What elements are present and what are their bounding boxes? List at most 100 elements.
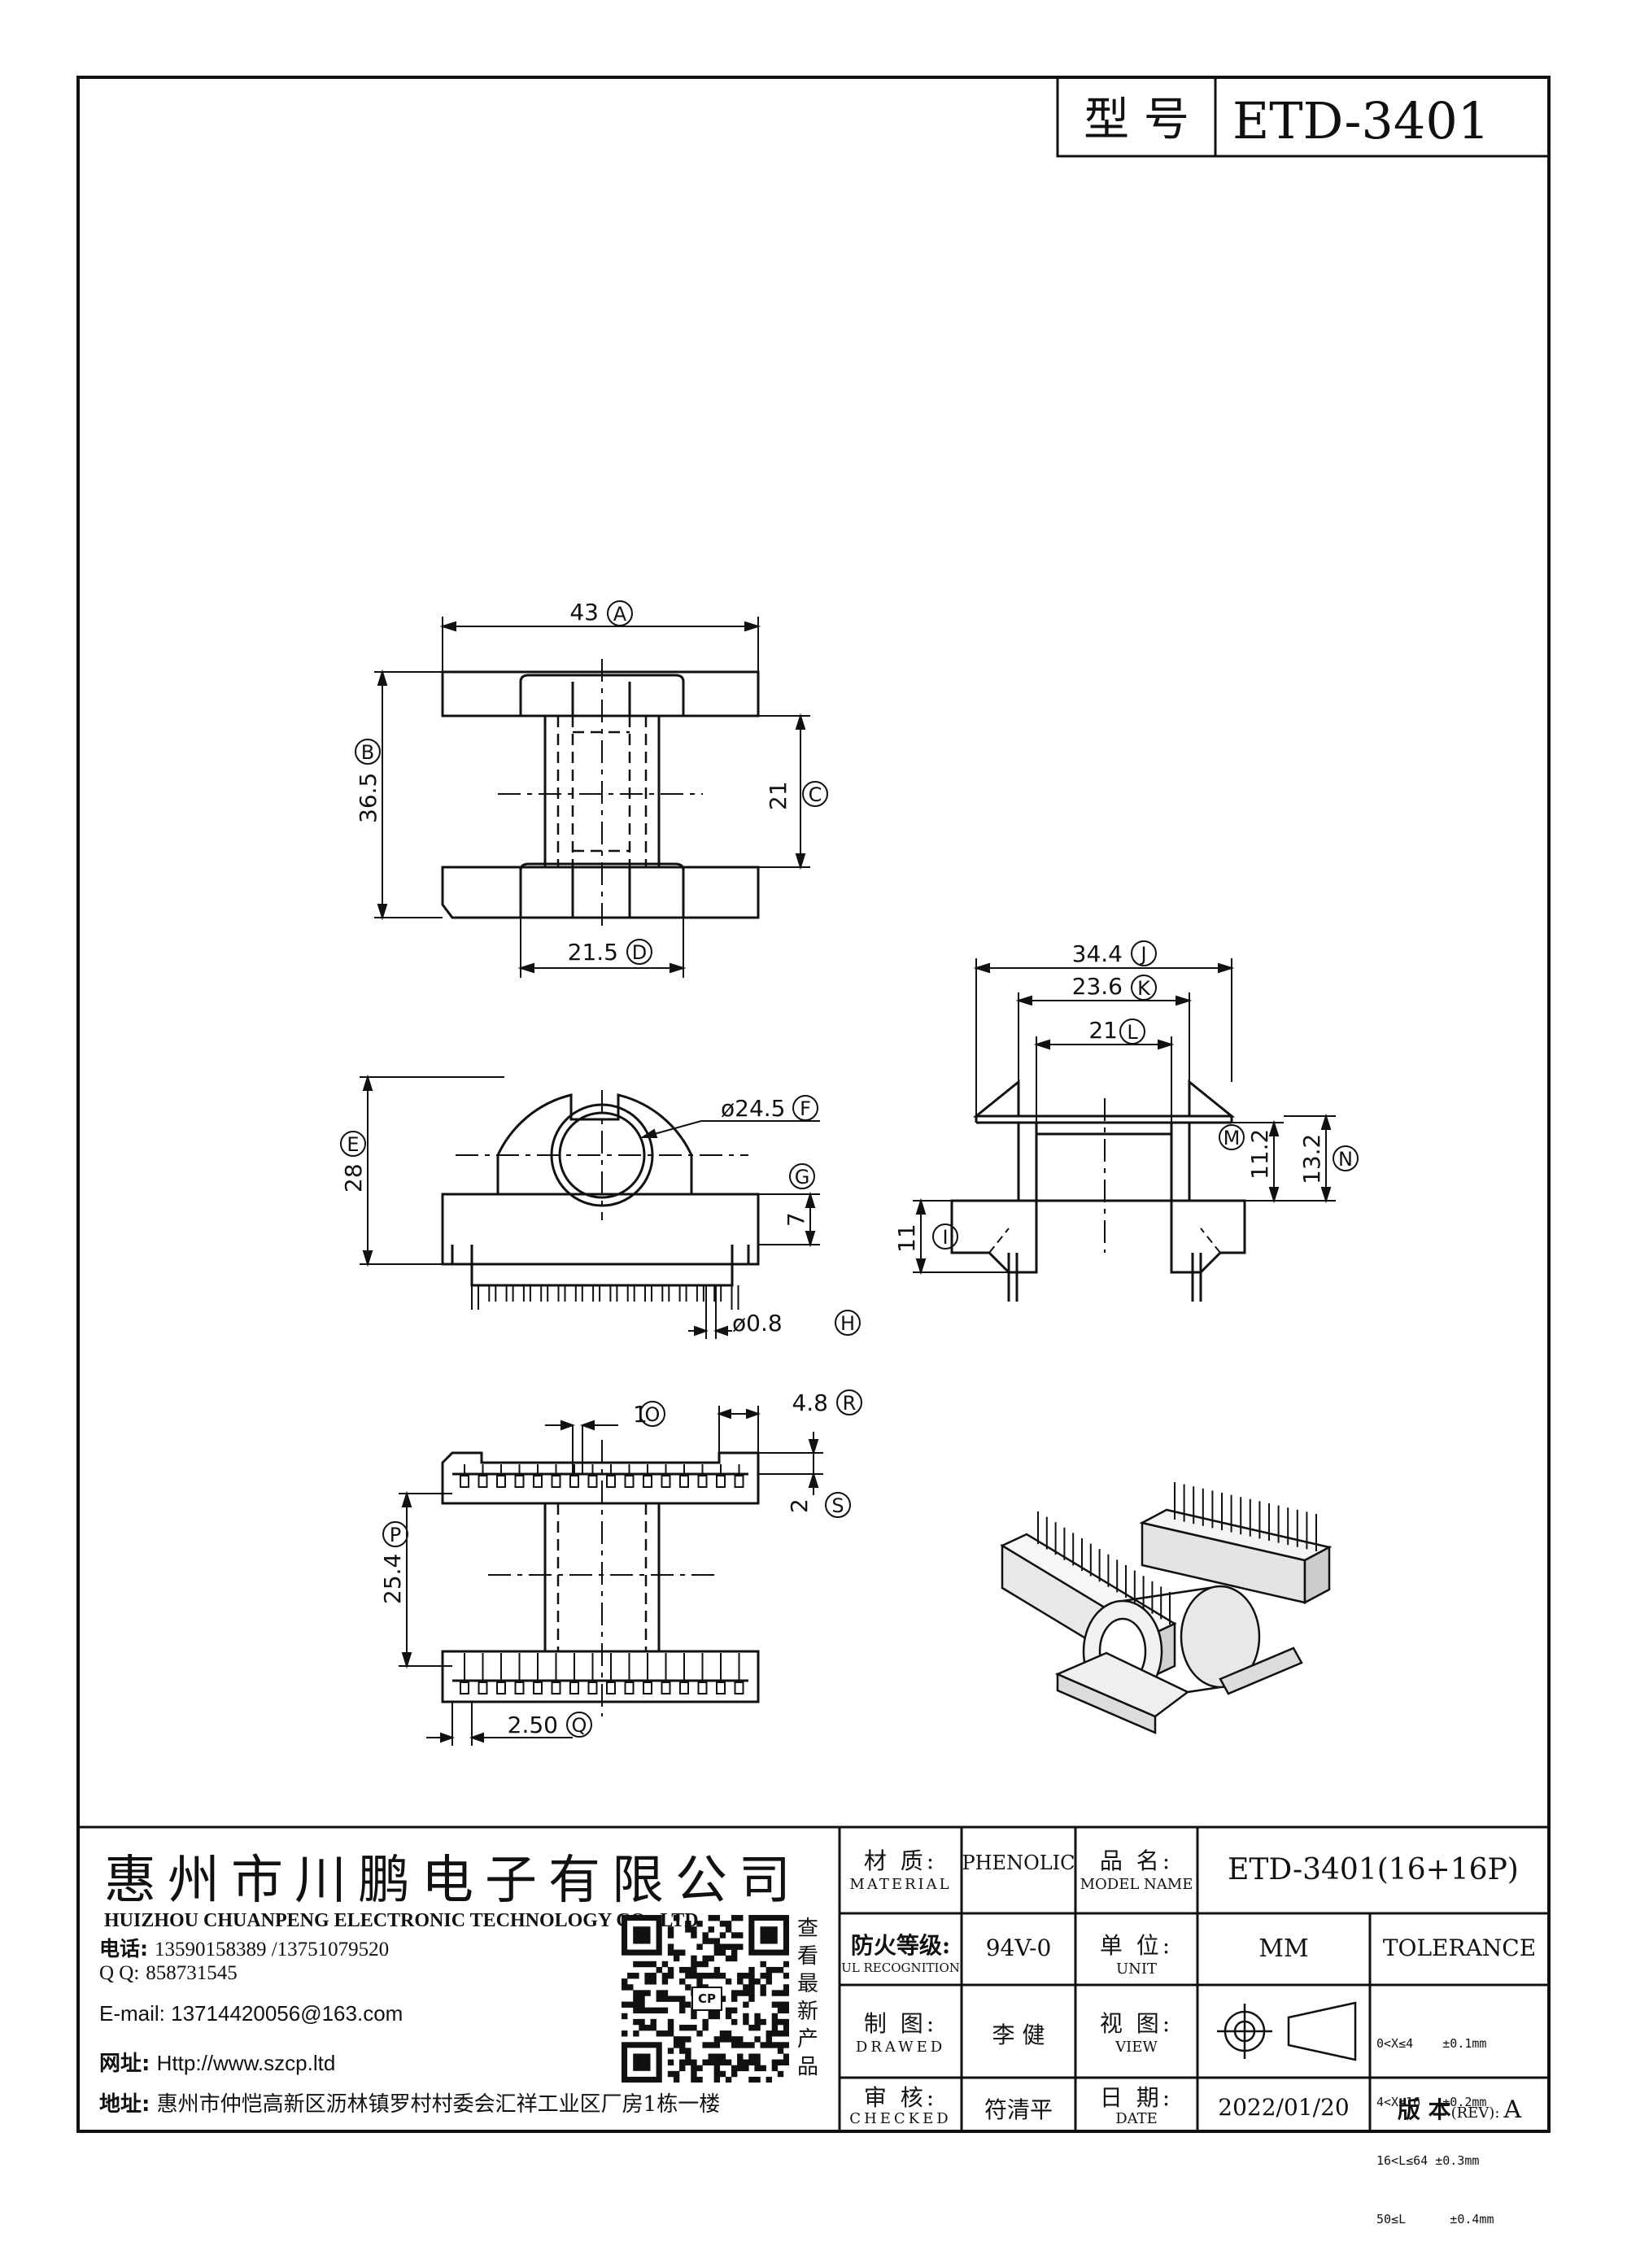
qr-module	[737, 1990, 744, 1996]
qr-module	[661, 1990, 669, 1996]
pin-slot	[460, 1681, 469, 1694]
qr-module	[725, 1921, 732, 1927]
qr-module	[719, 1932, 726, 1939]
qr-module	[731, 1943, 738, 1950]
pin-slot	[679, 1681, 689, 1694]
web-link[interactable]: Http://www.szcp.ltd	[156, 2051, 336, 2075]
qr-module	[719, 2030, 726, 2037]
svg-text:R: R	[843, 1392, 857, 1415]
qr-module	[760, 1984, 766, 1991]
qr-module	[702, 1938, 709, 1944]
qr-module	[650, 2018, 656, 2026]
qr-module	[731, 1949, 738, 1956]
date-label: 日 期: DATE	[1099, 2084, 1174, 2128]
qr-module	[650, 2024, 656, 2031]
company-name-cn: 惠州市川鹏电子有限公司	[104, 1851, 802, 1911]
qr-module	[754, 2018, 761, 2026]
qr-module	[766, 1973, 772, 1979]
fire-rating-label: 防火等级: UL RECOGNITION	[841, 1932, 960, 1975]
qr-module	[731, 2007, 738, 2014]
pin-slot	[478, 1475, 488, 1488]
qr-module	[661, 1973, 669, 1979]
svg-text:F: F	[800, 1097, 811, 1120]
qr-module	[639, 1990, 645, 1996]
qr-module	[696, 1973, 703, 1979]
email-link[interactable]: 13714420056@163.com	[171, 2001, 403, 2026]
dim-Q-circle: Q	[566, 1712, 592, 1738]
qr-module	[771, 2001, 779, 2008]
qr-module	[748, 1966, 755, 1974]
qr-module	[783, 2042, 790, 2048]
qr-module	[713, 2036, 721, 2043]
company-block: 惠州市川鹏电子有限公司 HUIZHOU CHUANPENG ELECTRONIC…	[91, 1834, 831, 2126]
qr-module	[754, 2036, 761, 2043]
svg-text:O: O	[645, 1403, 661, 1426]
qr-module	[777, 2048, 784, 2054]
pin-slot	[679, 1475, 689, 1488]
pin-slot	[697, 1475, 708, 1488]
qr-finder	[760, 1926, 778, 1944]
dim-B-value: 36.5	[355, 773, 382, 823]
qr-module	[725, 2076, 732, 2083]
qr-module	[650, 1978, 656, 1985]
qr-module	[673, 1955, 680, 1962]
qr-module	[673, 2042, 680, 2048]
qr-module	[644, 1978, 651, 1985]
qr-module	[679, 2036, 686, 2043]
web-row: 网址: Http://www.szcp.ltd	[99, 2047, 335, 2077]
qr-module	[685, 1926, 691, 1933]
drawing-sheet: 型 号 ETD-3401	[76, 76, 1551, 2133]
svg-text:P: P	[390, 1524, 401, 1546]
qr-module	[731, 1955, 738, 1962]
qr-module	[783, 2018, 790, 2026]
qr-module	[783, 1961, 790, 1968]
dim-D-circle: D	[626, 939, 652, 965]
qr-module	[731, 1990, 738, 1996]
qr-module	[661, 1978, 669, 1985]
pin-slot	[514, 1475, 525, 1488]
qr-module	[667, 2030, 674, 2037]
qr-module	[656, 1966, 663, 1974]
qr-module	[713, 1966, 721, 1974]
qr-module	[771, 2024, 779, 2031]
dim-L-circle: L	[1119, 1018, 1145, 1045]
pin-slot	[643, 1475, 652, 1488]
qr-module	[737, 2036, 744, 2043]
qr-module	[771, 2065, 779, 2072]
drawn-value: 李 健	[992, 2022, 1045, 2048]
email-row: E-mail: 13714420056@163.com	[99, 2001, 403, 2026]
qr-module	[771, 2018, 779, 2026]
qr-module	[771, 2059, 779, 2065]
qr-module	[691, 1961, 697, 1968]
dim-I-circle: I	[932, 1223, 958, 1250]
qr-module	[691, 2065, 697, 2072]
qr-module	[679, 1949, 686, 1956]
top-view-dimensions	[374, 617, 810, 978]
qr-module	[754, 2065, 761, 2072]
qr-module	[713, 1938, 721, 1944]
isometric-pins	[1037, 1482, 1317, 1625]
qr-module	[644, 1990, 651, 1996]
dim-J-circle: J	[1131, 940, 1157, 966]
qr-module	[667, 2070, 674, 2078]
dim-M-circle: M	[1219, 1124, 1245, 1150]
qr-module	[737, 1932, 744, 1939]
dim-A-value: 43	[569, 599, 599, 626]
dim-L-value: 21	[1088, 1017, 1118, 1044]
qr-module	[661, 1995, 669, 2002]
qr-module	[719, 2070, 726, 2078]
qr-module	[639, 1995, 645, 2002]
qr-module	[667, 2059, 674, 2065]
dim-G-value: 7	[783, 1212, 809, 1227]
qr-module	[679, 2065, 686, 2072]
bottom-view	[441, 1440, 760, 1716]
dim-S-circle: S	[825, 1492, 851, 1518]
svg-text:H: H	[840, 1312, 855, 1335]
qr-module	[719, 1943, 726, 1950]
address-row: 地址: 惠州市仲恺高新区沥林镇罗村村委会汇祥工业区厂房1栋一楼	[99, 2087, 720, 2118]
qr-module	[783, 2001, 790, 2008]
qr-module	[725, 1978, 732, 1985]
qr-code[interactable]: CP	[622, 1915, 790, 2083]
tolerance-label: TOLERANCE	[1382, 1934, 1537, 1961]
qr-module	[708, 1955, 714, 1962]
